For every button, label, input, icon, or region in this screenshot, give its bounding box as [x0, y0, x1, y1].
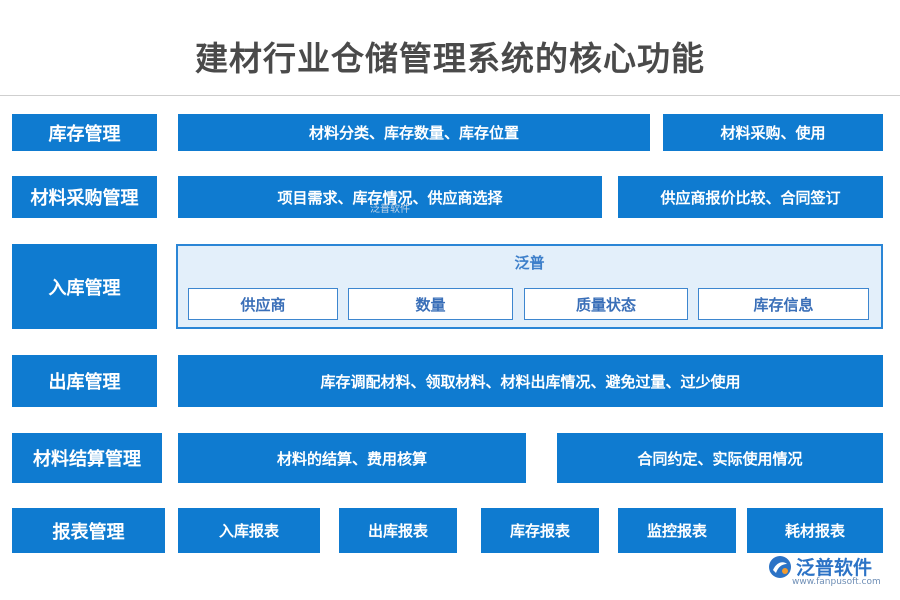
item-purchase-2: 供应商报价比较、合同签订 — [618, 176, 883, 218]
item-text: 材料的结算、费用核算 — [276, 449, 427, 468]
item-settlement-2: 合同约定、实际使用情况 — [557, 433, 883, 483]
logo-url: www.fanpusoft.com — [792, 577, 881, 587]
logo-text: 泛普软件 — [796, 557, 873, 579]
label-text: 材料结算管理 — [33, 449, 141, 470]
item-inventory-1: 材料分类、库存数量、库存位置 — [178, 114, 650, 151]
inbound-sub-stock-info: 库存信息 — [698, 288, 869, 320]
title-divider — [0, 95, 900, 96]
item-settlement-1: 材料的结算、费用核算 — [178, 433, 526, 483]
item-report-inventory: 库存报表 — [481, 508, 599, 553]
label-text: 入库管理 — [48, 277, 121, 299]
item-inventory-2: 材料采购、使用 — [663, 114, 883, 151]
page-title: 建材行业仓储管理系统的核心功能 — [195, 39, 705, 78]
label-text: 材料采购管理 — [30, 188, 139, 209]
item-text: 材料分类、库存数量、库存位置 — [308, 124, 519, 142]
watermark-text: 泛普软件 — [370, 204, 410, 215]
item-purchase-1: 项目需求、库存情况、供应商选择 — [178, 176, 602, 218]
label-report-management: 报表管理 — [12, 508, 165, 553]
item-text: 监控报表 — [646, 522, 707, 540]
inbound-sub-quantity: 数量 — [348, 288, 513, 320]
item-report-outbound: 出库报表 — [339, 508, 457, 553]
item-text: 出库报表 — [367, 522, 428, 540]
inbound-sub-supplier: 供应商 — [188, 288, 338, 320]
item-report-consumables: 耗材报表 — [747, 508, 883, 553]
label-text: 出库管理 — [48, 372, 121, 393]
inbound-sub-quality: 质量状态 — [524, 288, 688, 320]
item-report-monitoring: 监控报表 — [618, 508, 736, 553]
label-inventory-management: 库存管理 — [12, 114, 157, 151]
item-outbound-1: 库存调配材料、领取材料、材料出库情况、避免过量、过少使用 — [178, 355, 883, 407]
panel-title: 泛普 — [514, 254, 545, 272]
item-text: 供应商报价比较、合同签订 — [660, 188, 841, 207]
fanpu-logo-icon — [769, 556, 791, 578]
item-text: 项目需求、库存情况、供应商选择 — [277, 188, 503, 207]
inbound-panel: 泛普 供应商 数量 质量状态 库存信息 — [176, 244, 883, 329]
label-inbound-management: 入库管理 — [12, 244, 157, 329]
item-text: 库存报表 — [509, 522, 570, 540]
label-settlement-management: 材料结算管理 — [12, 433, 162, 483]
item-text: 耗材报表 — [784, 522, 845, 540]
item-text: 合同约定、实际使用情况 — [637, 449, 803, 468]
label-text: 库存管理 — [48, 123, 121, 145]
label-purchase-management: 材料采购管理 — [12, 176, 157, 218]
item-report-inbound: 入库报表 — [178, 508, 320, 553]
item-text: 材料采购、使用 — [720, 124, 826, 142]
label-text: 报表管理 — [52, 521, 125, 543]
brand-logo: 泛普软件 www.fanpusoft.com — [768, 553, 896, 587]
item-text: 入库报表 — [218, 522, 279, 540]
label-outbound-management: 出库管理 — [12, 355, 157, 407]
item-text: 库存调配材料、领取材料、材料出库情况、避免过量、过少使用 — [320, 372, 741, 391]
